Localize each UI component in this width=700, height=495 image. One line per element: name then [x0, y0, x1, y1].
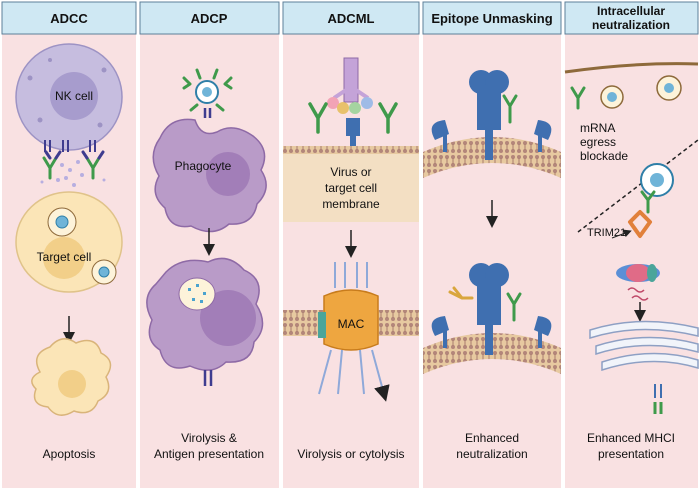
panel-title-intracellular-line2: neutralization — [592, 18, 670, 32]
panel-title-adcp: ADCP — [191, 11, 228, 26]
nk-cell-label: NK cell — [55, 89, 93, 103]
egress-label-line3: blockade — [580, 149, 628, 163]
adcml-antigen — [346, 118, 360, 146]
membrane-label-line2: target cell — [325, 181, 377, 195]
phagocyte-after-nucleus — [200, 290, 256, 346]
antibodies — [42, 150, 105, 180]
target-nucleus — [43, 237, 85, 279]
compartment-divider — [577, 139, 699, 233]
panel-intracellular-bg — [565, 34, 698, 488]
intracellular-panel: mRNA egress blockade TRIM21 Enhanced MHC… — [564, 62, 699, 461]
egress-virions — [570, 75, 682, 110]
mhci — [653, 402, 663, 414]
caption-intracellular-line2: presentation — [598, 447, 664, 461]
peptides — [627, 287, 649, 301]
adcc-panel: NK cell Target cell — [15, 43, 123, 461]
caption-unmasking-line2: neutralization — [456, 447, 527, 461]
adcml-antibodies — [308, 102, 398, 134]
proteasome — [616, 264, 660, 282]
adcml-membrane-top — [283, 146, 419, 154]
trim21 — [628, 210, 652, 238]
mac-subunit — [318, 312, 326, 338]
unmasking-panel: Enhanced neutralization — [423, 70, 561, 461]
antibody-top — [502, 94, 518, 124]
c1q-complex — [327, 57, 373, 114]
fc-receptors — [44, 140, 96, 152]
panel-title-adcml: ADCML — [328, 11, 375, 26]
mac-label: MAC — [338, 317, 365, 331]
membrane-label-line1: Virus or — [330, 165, 371, 179]
phagocyte-nucleus — [206, 152, 250, 196]
caption-unmasking-line1: Enhanced — [465, 431, 519, 445]
apoptotic-nucleus — [58, 370, 86, 398]
degraded-virus — [188, 284, 206, 303]
flux-arrows — [318, 262, 384, 394]
antibody-bottom — [506, 292, 522, 322]
trim21-label: TRIM21 — [587, 227, 626, 239]
egress-label-line2: egress — [580, 135, 616, 149]
mac-pore — [323, 289, 379, 351]
caption-adcml: Virolysis or cytolysis — [297, 447, 404, 461]
spike-bottom — [431, 263, 552, 355]
endocytosed-virus — [640, 163, 674, 214]
endoplasmic-reticulum — [589, 320, 699, 372]
phagosome — [178, 277, 216, 311]
adcp-panel: Phagocyte Virolysis & Antigen presentati… — [146, 68, 267, 461]
caption-adcc: Apoptosis — [43, 447, 96, 461]
mhc-receptor — [203, 370, 213, 386]
caption-adcp-line2: Antigen presentation — [154, 447, 264, 461]
adcml-panel: Virus or target cell membrane MAC Viroly… — [283, 57, 419, 461]
caption-intracellular-line1: Enhanced MHCI — [587, 431, 675, 445]
membrane-label-line3: membrane — [322, 197, 380, 211]
egress-label-line1: mRNA — [580, 121, 615, 135]
panel-title-adcc: ADCC — [50, 11, 88, 26]
spike-top — [431, 70, 552, 160]
membrane-region — [283, 154, 419, 222]
masking-antibody — [448, 286, 474, 300]
nk-nucleus — [50, 72, 98, 120]
panel-title-unmasking: Epitope Unmasking — [431, 11, 552, 26]
intracellular-virus — [47, 207, 117, 285]
panel-title-intracellular-line1: Intracellular — [597, 4, 665, 18]
header-bar: ADCC ADCP ADCML Epitope Unmasking Intrac… — [1, 1, 699, 35]
virus-antibody-complex — [182, 68, 233, 118]
granzyme-granules — [40, 160, 106, 187]
target-cell-label: Target cell — [37, 250, 92, 264]
phagocyte-label: Phagocyte — [175, 159, 232, 173]
caption-adcp-line1: Virolysis & — [181, 431, 237, 445]
